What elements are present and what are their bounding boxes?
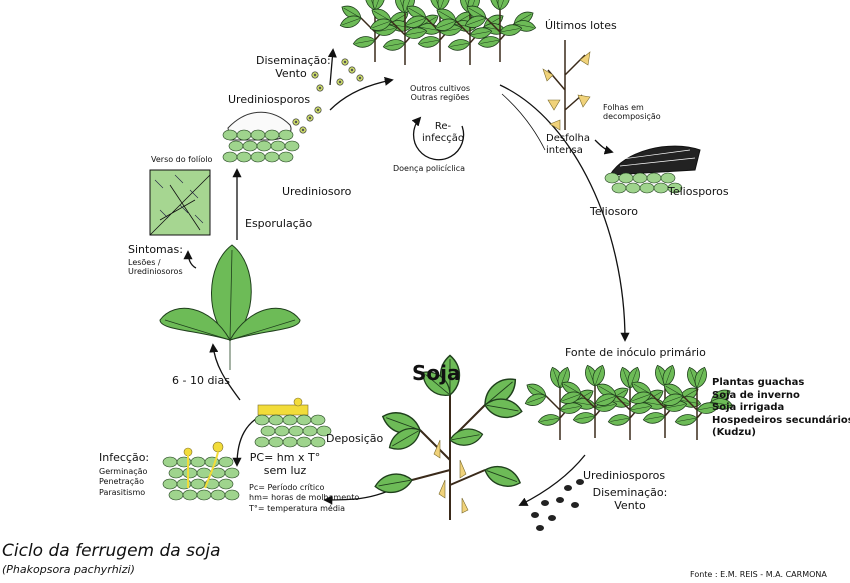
leaf-back-square — [149, 169, 211, 236]
desfolha-line1: Desfolha — [546, 133, 590, 144]
center-soybean-plant — [372, 354, 525, 520]
label-6-10-dias: 6 - 10 dias — [172, 374, 230, 387]
germinacao: Germinação — [99, 467, 148, 476]
label-sintomas: Sintomas: — [128, 243, 183, 256]
label-infeccao-steps: Germinação Penetração Parasitismo — [99, 467, 147, 498]
cycle-arrow-left — [209, 343, 241, 401]
label-fonte-inoculo: Fonte de inóculo primário — [565, 346, 706, 359]
label-urediniosporos-top: Urediniosporos — [228, 93, 311, 106]
label-desfolha: Desfolha intensa — [546, 133, 590, 156]
hospedeiros: Hospedeiros secundários — [712, 414, 850, 426]
uredinosoro-illustration — [222, 58, 364, 163]
hm-def: hm= horas de molhamento — [249, 493, 360, 503]
disseminacao-top-line2: Vento — [275, 66, 307, 80]
pc-formula-line1: PC= hm x T° — [249, 451, 321, 464]
cycle-arrow-bottom-right — [518, 454, 586, 506]
label-doenca-policiclica: Doença policíclica — [393, 164, 466, 173]
outras-regioes: Outras regiões — [410, 93, 470, 103]
cycle-arrow-top — [329, 76, 394, 111]
primary-inoculum-plants — [524, 364, 734, 440]
pc-def: Pc= Período crítico — [249, 483, 325, 492]
label-infeccao: Infecção: — [99, 451, 150, 464]
infection-cells — [162, 441, 240, 501]
arrow-to-last-lots — [501, 93, 546, 151]
lesoes: Lesões / — [128, 258, 161, 267]
folhas-em: Folhas em — [603, 103, 644, 112]
outros-cultivos: Outros cultivos — [409, 84, 471, 93]
disseminacao-bottom-line1: Diseminação: — [592, 486, 668, 499]
credit: Fonte : E.M. REIS - M.A. CARMONA — [690, 570, 827, 579]
page-title: Ciclo da ferrugem da soja — [2, 541, 221, 561]
kudzu: (Kudzu) — [712, 427, 756, 438]
soja-irrigada: Soja irrigada — [712, 402, 785, 413]
top-crop-plants — [339, 0, 537, 65]
t-def: T°= temperatura média — [249, 503, 346, 513]
parasitismo: Parasitismo — [99, 487, 146, 497]
teliosoro-illustration — [604, 145, 701, 194]
label-reinfeccao: Re- infecção — [418, 121, 468, 144]
arrow-to-verso — [183, 250, 197, 269]
label-urediniosoro: Urediniosoro — [282, 185, 352, 198]
label-teliosoro: Teliosoro — [590, 205, 638, 218]
label-inoculo-list: Plantas guachas Soja de inverno Soja irr… — [712, 377, 850, 440]
reinfeccao-line1: Re- — [434, 121, 452, 132]
disseminacao-top-line1: Diseminação: — [256, 54, 331, 67]
center-label-soja: Soja — [412, 361, 461, 385]
label-disseminacao-bottom: Diseminação: Vento — [585, 486, 675, 512]
last-lots-plant — [542, 40, 591, 131]
label-ultimos-lotes: Últimos lotes — [545, 19, 617, 32]
label-folhas-decomposicao: Folhas em decomposição — [603, 103, 661, 121]
label-lesoes: Lesões / Urediniosoros — [128, 258, 183, 276]
trifoliate-leaf — [159, 244, 301, 370]
label-teliosporos: Teliosporos — [668, 185, 729, 198]
deposition-cells — [254, 397, 332, 448]
reinfection-loop — [411, 116, 465, 161]
disseminacao-bottom-line2: Vento — [614, 498, 646, 512]
label-outros: Outros cultivos Outras regiões — [405, 84, 475, 102]
label-esporulacao: Esporulação — [245, 217, 313, 230]
label-pc-formula: PC= hm x T° sem luz — [245, 451, 325, 477]
decomposicao: decomposição — [603, 112, 661, 122]
penetracao: Penetração — [99, 477, 144, 487]
label-deposicao: Deposição — [326, 432, 384, 445]
pc-formula-line2: sem luz — [263, 463, 307, 477]
desfolha-line2: intensa — [546, 144, 583, 156]
dark-spores — [531, 479, 584, 531]
page-subtitle: (Phakopsora pachyrhizi) — [2, 563, 135, 576]
label-disseminacao-top: Diseminação: Vento — [256, 54, 331, 80]
label-urediniosporos-bottom: Urediniosporos — [583, 469, 666, 482]
arrow-disseminacao-top — [327, 48, 337, 86]
soja-inverno: Soja de inverno — [712, 389, 800, 401]
reinfeccao-line2: infecção — [421, 132, 465, 144]
arrow-to-telioso — [594, 139, 614, 155]
plantas-guachas: Plantas guachas — [712, 377, 805, 388]
cycle-arrow-right — [499, 84, 630, 342]
label-pc-definitions: Pc= Período crítico hm= horas de molhame… — [249, 483, 359, 514]
urediniossoros: Urediniosoros — [128, 267, 183, 277]
label-verso-foliolo: Verso do folíolo — [151, 155, 213, 164]
